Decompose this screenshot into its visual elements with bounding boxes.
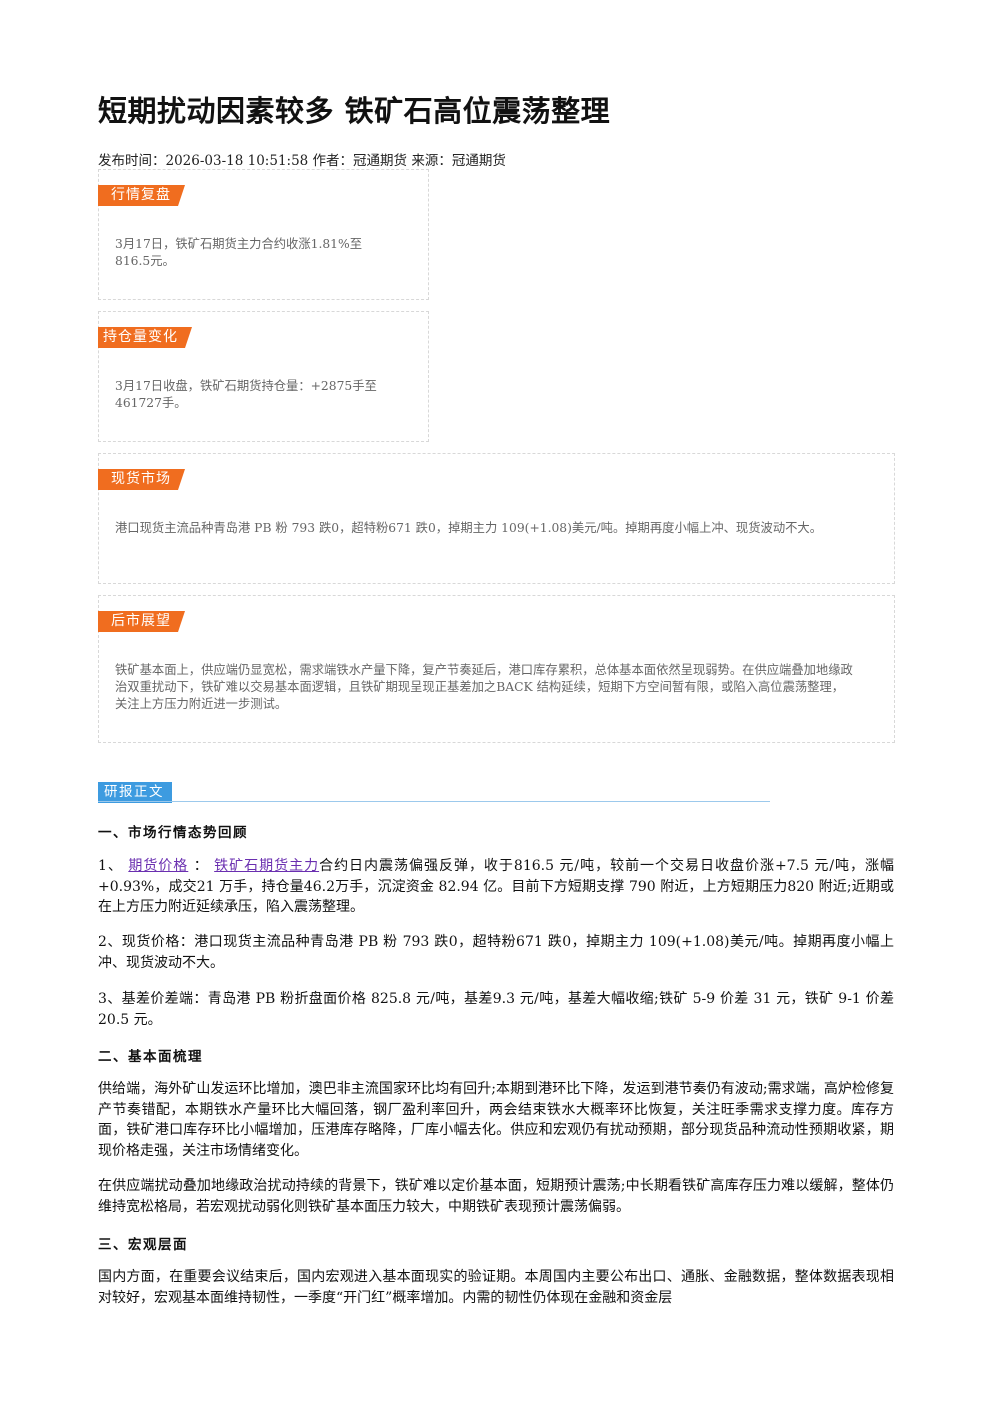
paragraph-supply-demand: 供给端，海外矿山发运环比增加，澳巴非主流国家环比均有回升;本期到港环比下降，发运… bbox=[98, 1081, 894, 1159]
paragraph-spot-price: 2、现货价格：港口现货主流品种青岛港 PB 粉 793 跌0，超特粉671 跌0… bbox=[98, 934, 894, 971]
article-meta: 发布时间：2026-03-18 10:51:58 作者：冠通期货 来源：冠通期货 bbox=[98, 153, 506, 169]
summary-box-outlook: 后市展望 铁矿基本面上，供应端仍显宽松，需求端铁水产量下降，复产节奏延后，港口库… bbox=[98, 595, 895, 743]
article-title: 短期扰动因素较多 铁矿石高位震荡整理 bbox=[98, 94, 611, 128]
summary-text: 3月17日，铁矿石期货主力合约收涨1.81%至816.5元。 bbox=[115, 237, 362, 268]
futures-price-link[interactable]: 期货价格 bbox=[128, 858, 189, 874]
summary-box-spot-market: 现货市场 港口现货主流品种青岛港 PB 粉 793 跌0，超特粉671 跌0，掉… bbox=[98, 453, 895, 584]
section-heading-market-review: 一、市场行情态势回顾 bbox=[98, 825, 248, 841]
summary-text: 港口现货主流品种青岛港 PB 粉 793 跌0，超特粉671 跌0，掉期主力 1… bbox=[115, 521, 823, 535]
paragraph-futures-price: 1、 期货价格 ： 铁矿石期货主力合约日内震荡偏强反弹，收于816.5 元/吨，… bbox=[98, 856, 894, 918]
paragraph-domestic-macro: 国内方面，在重要会议结束后，国内宏观进入基本面现实的验证期。本周国内主要公布出口… bbox=[98, 1269, 894, 1306]
summary-text: 3月17日收盘，铁矿石期货持仓量：+2875手至461727手。 bbox=[115, 379, 377, 410]
summary-box-open-interest: 持仓量变化 3月17日收盘，铁矿石期货持仓量：+2875手至461727手。 bbox=[98, 311, 429, 442]
paragraph-prefix: 1、 bbox=[98, 858, 123, 874]
summary-tag: 持仓量变化 bbox=[98, 327, 192, 348]
report-body-tag: 研报正文 bbox=[98, 782, 172, 803]
section-heading-macro: 三、宏观层面 bbox=[98, 1237, 188, 1253]
summary-tag: 后市展望 bbox=[98, 611, 185, 632]
summary-text: 铁矿基本面上，供应端仍显宽松，需求端铁水产量下降，复产节奏延后，港口库存累积，总… bbox=[115, 663, 853, 711]
separator: ： bbox=[193, 858, 209, 874]
paragraph-basis-spread: 3、基差价差端：青岛港 PB 粉折盘面价格 825.8 元/吨，基差9.3 元/… bbox=[98, 991, 894, 1028]
report-divider bbox=[98, 801, 770, 802]
iron-ore-futures-link[interactable]: 铁矿石期货主力 bbox=[214, 858, 320, 874]
summary-tag: 行情复盘 bbox=[98, 185, 185, 206]
paragraph-text: 合约日内震荡偏强反弹，收于816.5 元/吨，较前一个交易日收盘价涨+7.5 元… bbox=[98, 858, 895, 915]
paragraph-outlook: 在供应端扰动叠加地缘政治扰动持续的背景下，铁矿难以定价基本面，短期预计震荡;中长… bbox=[98, 1178, 894, 1215]
summary-box-market-review: 行情复盘 3月17日，铁矿石期货主力合约收涨1.81%至816.5元。 bbox=[98, 169, 429, 300]
section-heading-fundamentals: 二、基本面梳理 bbox=[98, 1049, 203, 1065]
summary-tag: 现货市场 bbox=[98, 469, 185, 490]
